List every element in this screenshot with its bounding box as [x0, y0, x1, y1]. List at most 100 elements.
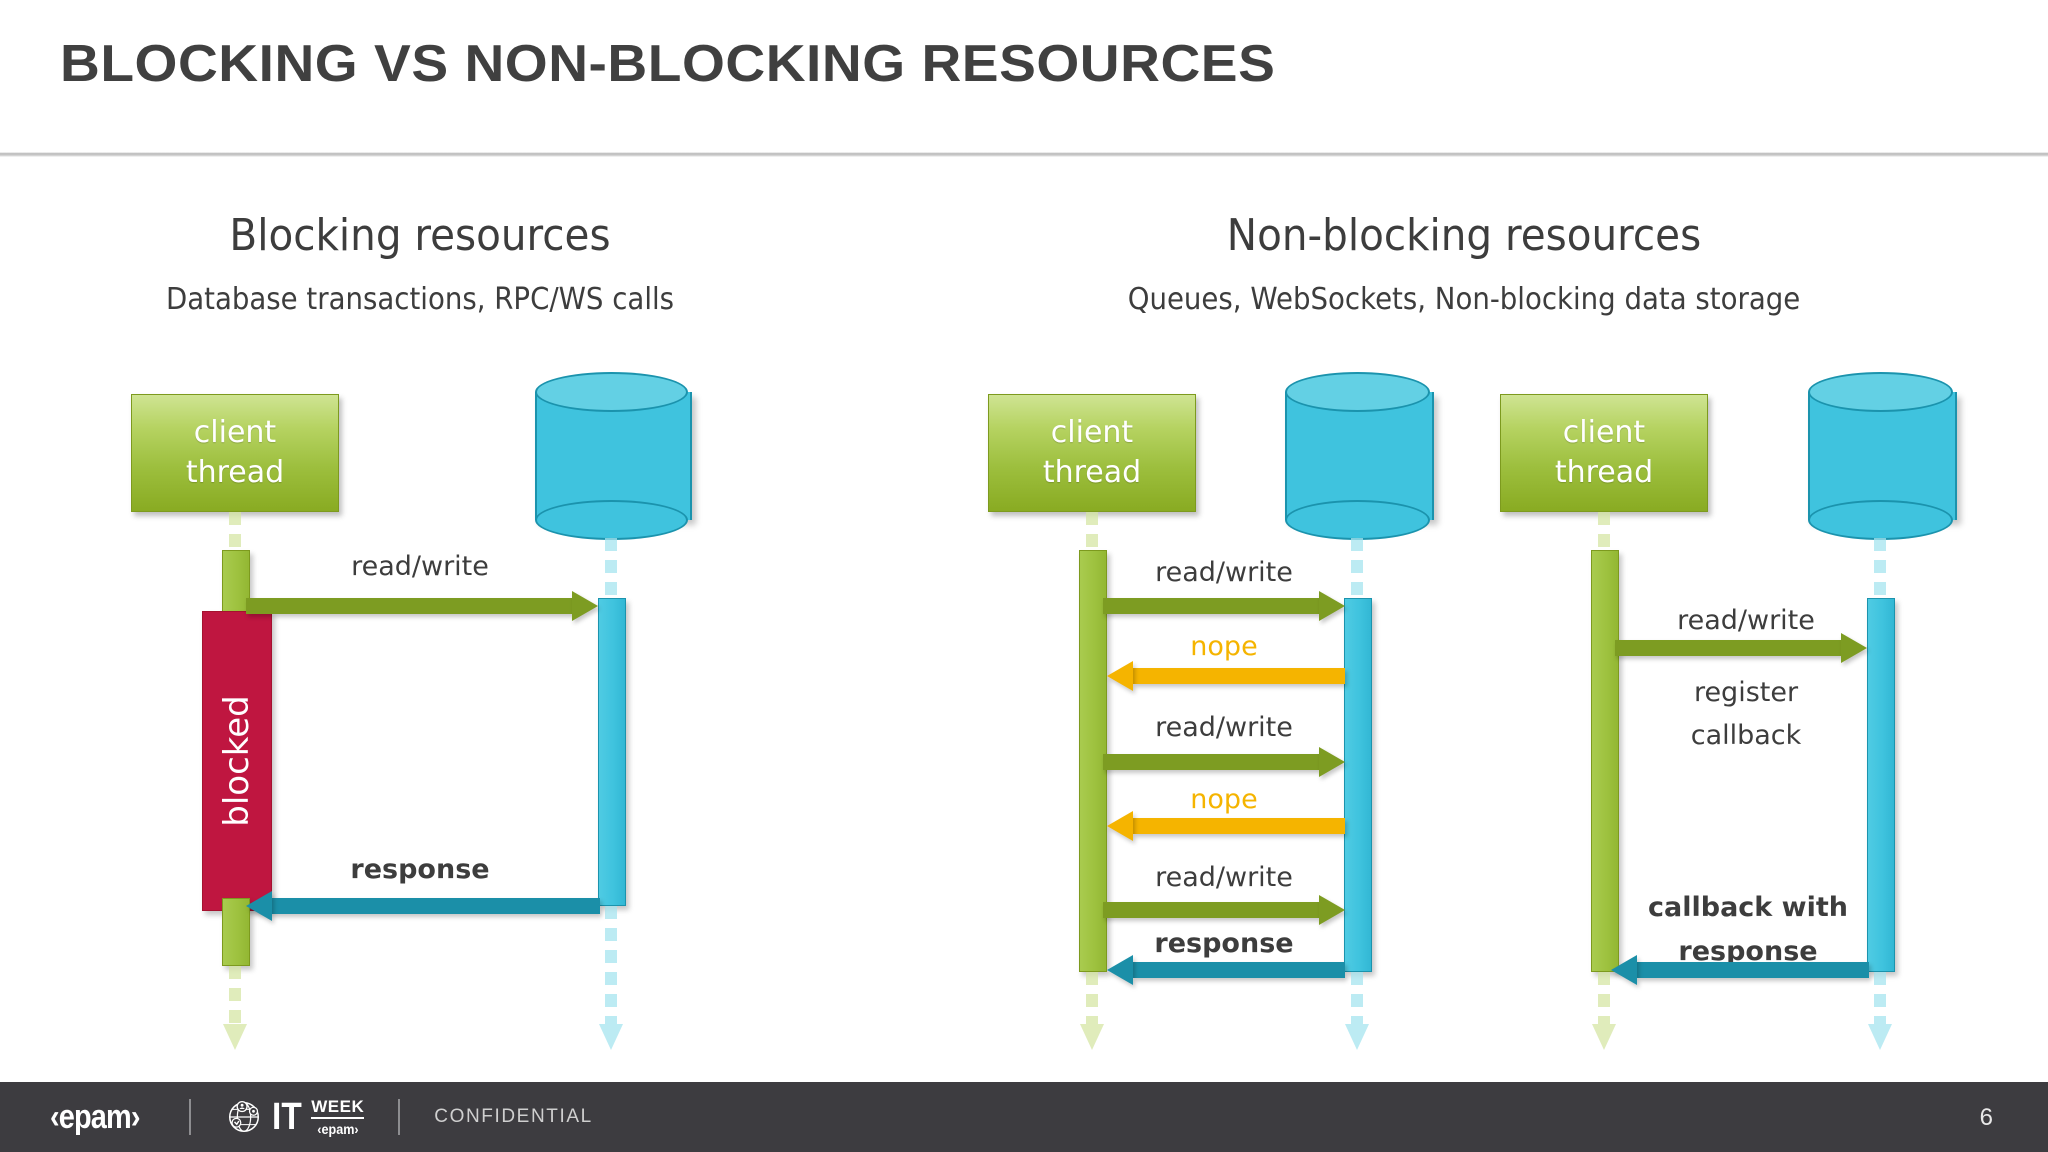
cylinder-top [535, 372, 688, 412]
arrow-shaft [1133, 962, 1345, 978]
arrow-shaft [246, 598, 572, 614]
message-label-read-write-1: read/write [1155, 557, 1293, 588]
activation-db-callback [1867, 598, 1895, 972]
arrow-head-icon [1611, 955, 1637, 985]
cylinder-bottom [1808, 500, 1953, 540]
lifeline-dash [1598, 972, 1610, 1024]
actor-label-line1: client [1050, 415, 1134, 450]
arrow-head-icon [1107, 661, 1133, 691]
message-arrow-response [246, 891, 600, 921]
arrow-head-icon [572, 591, 598, 621]
activation-client-blocking-1 [222, 550, 250, 622]
arrow-shaft [1133, 668, 1345, 684]
activation-client-callback [1591, 550, 1619, 972]
arrow-head-icon [1841, 633, 1867, 663]
page-number: 6 [1979, 1104, 1993, 1131]
message-arrow-read-write-3 [1103, 895, 1345, 925]
message-arrow-callback-response [1611, 955, 1869, 985]
lifeline-db-blocking-bottom [599, 906, 623, 1050]
arrow-shaft [272, 898, 600, 914]
message-label-callback-with: callback with [1648, 892, 1848, 923]
footer-bar: ‹epam› IT [0, 1082, 2048, 1152]
footer-separator-2 [398, 1099, 401, 1135]
lifeline-arrow-icon [223, 1024, 247, 1050]
actor-client-thread-callback: client thread [1500, 394, 1708, 512]
note-label-register: register [1693, 677, 1799, 708]
lifeline-client-callback-bottom [1592, 972, 1616, 1050]
section-title-blocking: Blocking resources [229, 210, 611, 261]
arrow-head-icon [1107, 955, 1133, 985]
arrow-shaft [1133, 818, 1345, 834]
lifeline-dash [605, 906, 617, 1024]
message-label-read-write: read/write [351, 551, 489, 582]
lifeline-arrow-icon [1345, 1024, 1369, 1050]
arrow-head-icon [246, 891, 272, 921]
globe-icon [225, 1098, 263, 1136]
arrow-head-icon [1319, 747, 1345, 777]
footer-separator-1 [189, 1099, 192, 1135]
lifeline-db-polling-top [1351, 538, 1363, 602]
message-label-read-write: read/write [1677, 605, 1815, 636]
lifeline-dash [229, 512, 241, 550]
lifeline-arrow-icon [599, 1024, 623, 1050]
epam-logo: ‹epam› [50, 1097, 141, 1136]
message-label-callback-response: response [1678, 936, 1818, 967]
epam-sub-text: ‹epam› [317, 1121, 359, 1137]
cylinder-bottom [1285, 500, 1430, 540]
lifeline-client-blocking-top [229, 512, 241, 550]
message-arrow-read-write-1 [1103, 591, 1345, 621]
message-arrow-nope-2 [1107, 811, 1345, 841]
message-arrow-read-write [1615, 633, 1867, 663]
section-subtitle-nonblocking: Queues, WebSockets, Non-blocking data st… [1127, 282, 1801, 317]
cylinder-top [1285, 372, 1430, 412]
actor-label-line1: client [193, 415, 277, 450]
arrow-head-icon [1107, 811, 1133, 841]
section-subtitle-blocking: Database transactions, RPC/WS calls [165, 282, 675, 317]
cylinder-top [1808, 372, 1953, 412]
activation-db-blocking [598, 598, 626, 906]
blocked-label: blocked [217, 695, 257, 827]
activation-client-blocking-2 [222, 898, 250, 966]
activation-blocked: blocked [202, 611, 272, 911]
actor-label-line1: client [1562, 415, 1646, 450]
lifeline-db-callback-bottom [1868, 972, 1892, 1050]
lifeline-dash [1086, 512, 1098, 550]
lifeline-db-blocking-top [605, 538, 617, 606]
lifeline-dash [229, 966, 241, 1024]
arrow-shaft [1103, 754, 1319, 770]
arrow-shaft [1103, 598, 1319, 614]
message-label-response: response [1154, 928, 1294, 959]
arrow-shaft [1637, 962, 1869, 978]
arrow-shaft [1615, 640, 1841, 656]
message-arrow-read-write [246, 591, 598, 621]
cylinder-bottom [535, 500, 688, 540]
lifeline-client-polling-bottom [1080, 972, 1104, 1050]
lifeline-dash [1874, 972, 1886, 1024]
database-cylinder-blocking [535, 372, 692, 540]
message-label-response: response [350, 854, 490, 885]
lifeline-dash [1598, 512, 1610, 550]
actor-label-line2: thread [185, 455, 285, 490]
cylinder-body [535, 392, 692, 520]
it-week-logo: IT WEEK ‹epam› [225, 1096, 365, 1138]
lifeline-arrow-icon [1868, 1024, 1892, 1050]
message-arrow-read-write-2 [1103, 747, 1345, 777]
activation-db-polling [1344, 598, 1372, 972]
message-label-nope-2: nope [1190, 784, 1258, 815]
page-title: BLOCKING VS NON-BLOCKING RESOURCES [60, 35, 1276, 93]
lifeline-client-polling-top [1086, 512, 1098, 550]
lifeline-arrow-icon [1080, 1024, 1104, 1050]
title-divider [0, 152, 2048, 157]
message-label-nope-1: nope [1190, 631, 1258, 662]
actor-client-thread-blocking: client thread [131, 394, 339, 512]
arrow-shaft [1103, 902, 1319, 918]
lifeline-dash [605, 538, 617, 606]
message-arrow-response [1107, 955, 1345, 985]
lifeline-dash [1874, 538, 1886, 604]
it-text: IT [272, 1096, 303, 1138]
message-label-read-write-3: read/write [1155, 862, 1293, 893]
lifeline-client-callback-top [1598, 512, 1610, 550]
actor-client-thread-polling: client thread [988, 394, 1196, 512]
confidential-label: CONFIDENTIAL [434, 1106, 593, 1127]
actor-label-line2: thread [1042, 455, 1142, 490]
